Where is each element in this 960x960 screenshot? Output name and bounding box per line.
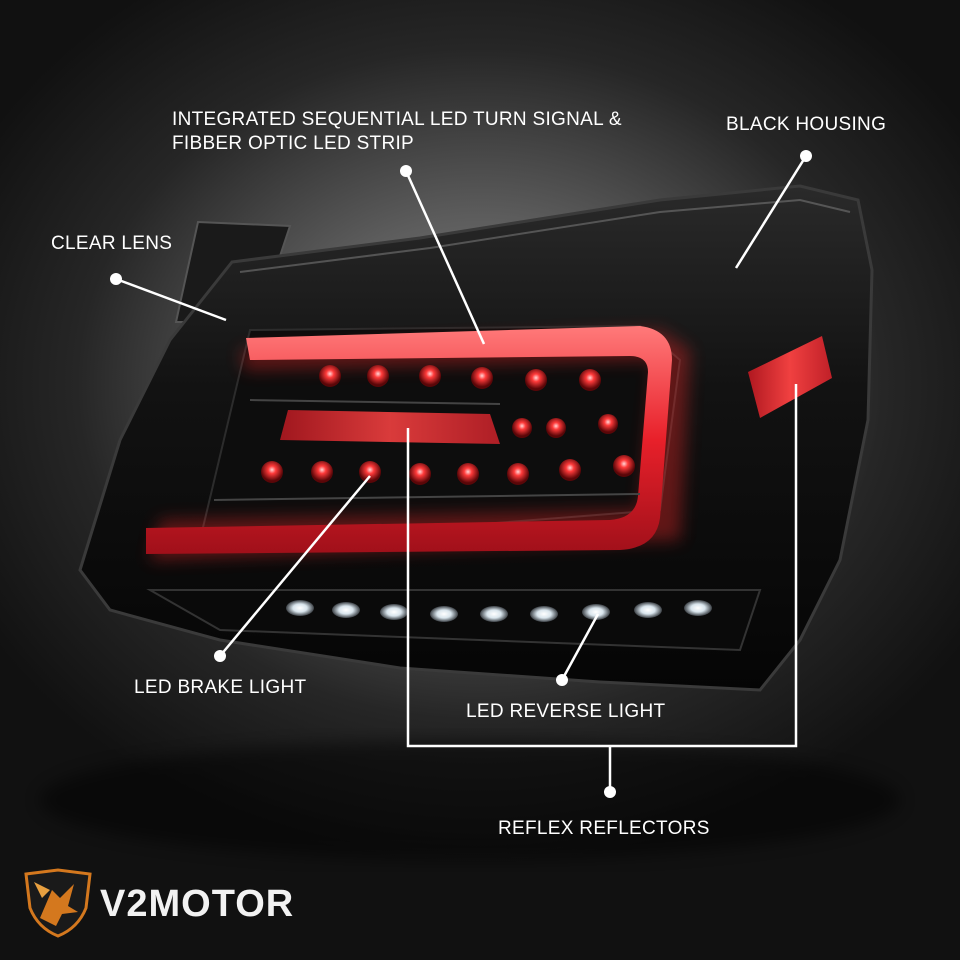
led-dot (261, 461, 283, 483)
callout-line-reverse (560, 613, 600, 681)
callout-reverse-light: LED REVERSE LIGHT (466, 701, 666, 722)
callout-turn-signal-line1: INTEGRATED SEQUENTIAL LED TURN SIGNAL & (172, 109, 622, 130)
led-dot (512, 418, 532, 438)
led-dot (311, 461, 333, 483)
led-reverse-light-row (286, 600, 712, 622)
reverse-led (332, 602, 360, 618)
callout-turn-signal-line2: FIBBER OPTIC LED STRIP (172, 133, 415, 154)
callout-lines (115, 155, 808, 790)
callout-dot (800, 150, 812, 162)
led-dot (559, 459, 581, 481)
callout-dots (110, 150, 812, 798)
callout-line-reflex (406, 384, 798, 748)
reverse-led (530, 606, 558, 622)
brand-name: V2MOTOR (100, 883, 295, 925)
led-brake-light-bottom-row (261, 455, 635, 485)
led-dot (507, 463, 529, 485)
led-dot (613, 455, 635, 477)
reverse-led (684, 600, 712, 616)
led-brake-light-top-row (319, 365, 601, 391)
reverse-led (430, 606, 458, 622)
callout-dot (604, 786, 616, 798)
lens-divider (213, 493, 641, 501)
reverse-led (480, 606, 508, 622)
inner-reflex-reflector (280, 410, 500, 444)
callout-reflex-reflectors: REFLEX REFLECTORS (498, 818, 710, 839)
callout-line-housing (734, 155, 808, 269)
callout-brake-light: LED BRAKE LIGHT (134, 677, 307, 698)
callout-line-brake (219, 475, 371, 657)
callout-line-turn-signal (404, 170, 486, 345)
led-dot (546, 418, 566, 438)
callout-line-clear-lens (115, 277, 227, 322)
callout-turn-signal: INTEGRATED SEQUENTIAL LED TURN SIGNAL & … (172, 108, 622, 156)
led-dot (598, 414, 618, 434)
reverse-led (634, 602, 662, 618)
brand-logo: V2MOTOR (22, 868, 322, 938)
callout-clear-lens: CLEAR LENS (51, 233, 173, 254)
led-dot (359, 461, 381, 483)
lens-divider (249, 399, 501, 405)
led-dot (525, 369, 547, 391)
callout-dot (556, 674, 568, 686)
led-dot (367, 365, 389, 387)
reverse-led (582, 604, 610, 620)
led-dot (579, 369, 601, 391)
pegasus-shield-icon (24, 868, 92, 938)
callout-black-housing: BLACK HOUSING (726, 114, 887, 135)
led-dot (319, 365, 341, 387)
housing-highlight (239, 198, 851, 273)
callout-dot (214, 650, 226, 662)
reverse-led (380, 604, 408, 620)
fiber-optic-led-strip (146, 326, 672, 554)
led-dot (419, 365, 441, 387)
callout-dot (110, 273, 122, 285)
reverse-led (286, 600, 314, 616)
led-dot (471, 367, 493, 389)
led-dot (409, 463, 431, 485)
led-brake-light-mid-row (512, 414, 618, 438)
callout-dot (400, 165, 412, 177)
floor-shadow (40, 740, 900, 860)
led-dot (457, 463, 479, 485)
side-reflex-reflector (748, 336, 832, 418)
